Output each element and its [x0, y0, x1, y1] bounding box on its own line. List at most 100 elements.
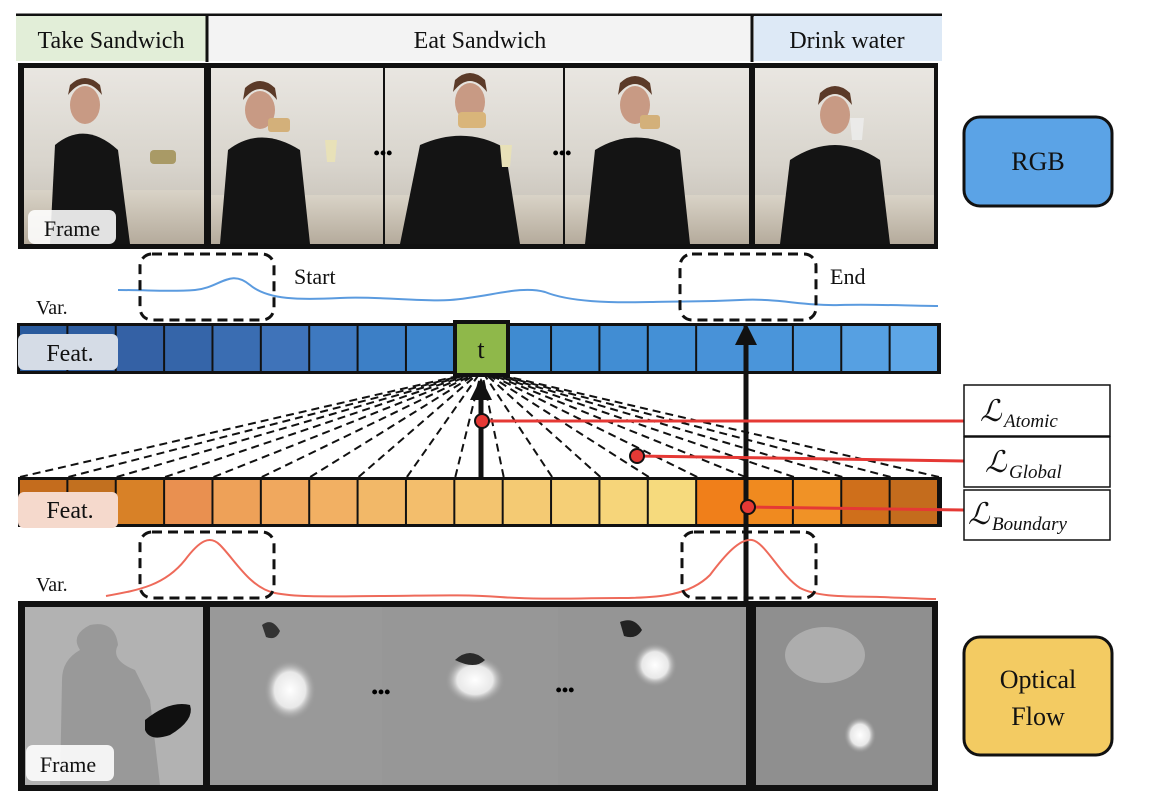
- global-loss-box: [963, 436, 1111, 488]
- optical-flow-label-line1: Optical: [1000, 665, 1077, 694]
- rgb-feat-label: Feat.: [46, 341, 93, 367]
- rgb-feature-cell: [358, 326, 405, 371]
- flow-feat-tag-bg: [18, 492, 118, 528]
- action-eat-sandwich-bg: [208, 16, 752, 61]
- flow-frame-2: [210, 607, 382, 785]
- global-loss-line: [636, 454, 965, 463]
- rgb-feature-cell: [213, 326, 260, 371]
- boundary-loss-box: [963, 489, 1111, 541]
- rgb-feature-cell: [793, 326, 841, 371]
- arrow-head: [735, 323, 757, 345]
- attention-dashed-line: [309, 375, 474, 478]
- start-dashed-box-flow: [138, 530, 276, 600]
- flow-variance-section: Var.: [36, 530, 937, 600]
- global-loss-symbol: ℒ: [985, 446, 1008, 479]
- rgb-feature-cell: [842, 326, 889, 371]
- optical-flow-label-line2: Flow: [1011, 702, 1065, 731]
- flow-feature-cell: [310, 480, 357, 524]
- atomic-loss-subscript: Atomic: [1002, 411, 1058, 432]
- action-label-eat-sandwich: Eat Sandwich: [414, 28, 547, 54]
- attention-dashed-line: [454, 375, 482, 478]
- flow-feature-cells: [20, 480, 937, 524]
- attention-dashed-line: [489, 375, 650, 478]
- attention-dashed-line: [484, 375, 553, 478]
- flow-feat-label: Feat.: [46, 498, 93, 524]
- flow-feature-cell: [890, 480, 937, 524]
- flow-feature-cell: [793, 480, 841, 524]
- start-label: Start: [294, 264, 336, 289]
- start-dashed-box: [138, 252, 276, 322]
- flow-frame-4: [558, 607, 748, 785]
- attention-dashed-line: [504, 375, 940, 478]
- token-t-box: [453, 320, 510, 377]
- flow-feature-cell: [503, 480, 551, 524]
- flow-frame-5: [756, 607, 932, 785]
- attention-dashed-line: [213, 375, 469, 478]
- flow-feature-bar: Feat.: [18, 477, 942, 528]
- boundary-loss-dot: [740, 499, 756, 515]
- rgb-feature-bar: Feat. t: [17, 320, 941, 377]
- flow-feature-cell: [213, 480, 260, 524]
- token-t-label: t: [477, 335, 485, 364]
- frame-separator: [203, 601, 209, 791]
- rgb-label: RGB: [1011, 147, 1064, 176]
- flow-feature-cell: [406, 480, 454, 524]
- flow-feature-cell: [358, 480, 405, 524]
- frame-tag-bg: [28, 210, 116, 244]
- attention-dashed-line: [116, 375, 464, 478]
- rgb-frame-4: [565, 68, 749, 244]
- atomic-loss-box: [963, 384, 1111, 437]
- rgb-feature-cell: [552, 326, 599, 371]
- rgb-frame-5: [755, 68, 934, 244]
- loss-connectors: [474, 413, 965, 515]
- action-label-drink-water: Drink water: [789, 28, 904, 54]
- rgb-feature-cell: [503, 326, 551, 371]
- attention-dashed-line: [492, 375, 698, 478]
- flow-feature-cell: [116, 480, 164, 524]
- attention-dashed-line: [164, 375, 466, 478]
- boundary-loss-symbol: ℒ: [968, 498, 991, 531]
- rgb-feature-cell: [310, 326, 357, 371]
- attention-dashed-line: [68, 375, 461, 478]
- frame-separator: [749, 63, 755, 249]
- rgb-variance-curve: [117, 277, 939, 307]
- flow-feature-cell: [455, 480, 502, 524]
- flow-variance-curve: [105, 538, 937, 600]
- flow-feature-cell: [648, 480, 696, 524]
- rgb-box: [962, 115, 1114, 208]
- rgb-var-label: Var.: [36, 297, 68, 319]
- boundary-loss-subscript: Boundary: [992, 514, 1068, 535]
- global-loss-dot: [629, 448, 645, 464]
- flow-feature-cell: [600, 480, 647, 524]
- flow-feature-cell: [261, 480, 309, 524]
- rgb-frame-3: [385, 68, 563, 244]
- attention-dashed-line: [406, 375, 479, 478]
- flow-var-label: Var.: [36, 574, 68, 596]
- rgb-feature-cell: [648, 326, 696, 371]
- flow-modality-box: Optical Flow: [962, 635, 1114, 757]
- flow-frame-tag: Frame: [40, 752, 96, 777]
- optical-flow-box: [962, 635, 1114, 757]
- atomic-loss-dot: [474, 413, 490, 429]
- frame-separator: [746, 601, 752, 791]
- attention-dashed-line: [19, 375, 459, 478]
- flow-feature-cell: [842, 480, 889, 524]
- rgb-ellipsis: •••: [553, 143, 572, 163]
- rgb-feature-cell: [600, 326, 647, 371]
- frame-separator: [205, 63, 211, 249]
- rgb-frames-row: ••• ••• Frame: [18, 63, 938, 249]
- rgb-feature-cell: [165, 326, 212, 371]
- attention-dashed-line: [494, 375, 746, 478]
- rgb-frame-tag: Frame: [44, 216, 100, 241]
- end-label: End: [830, 264, 865, 289]
- flow-frame-3: [382, 607, 558, 785]
- flow-feature-cell: [165, 480, 212, 524]
- flow-feature-cell: [552, 480, 599, 524]
- atomic-loss-symbol: ℒ: [980, 395, 1003, 428]
- rgb-frame-2: [211, 68, 383, 244]
- action-label-take-sandwich: Take Sandwich: [38, 28, 185, 54]
- rgb-ellipsis: •••: [374, 143, 393, 163]
- action-take-sandwich-bg: [16, 16, 206, 61]
- action-label-strip: Take Sandwich Eat Sandwich Drink water: [16, 13, 942, 62]
- rgb-modality-box: RGB: [962, 115, 1114, 208]
